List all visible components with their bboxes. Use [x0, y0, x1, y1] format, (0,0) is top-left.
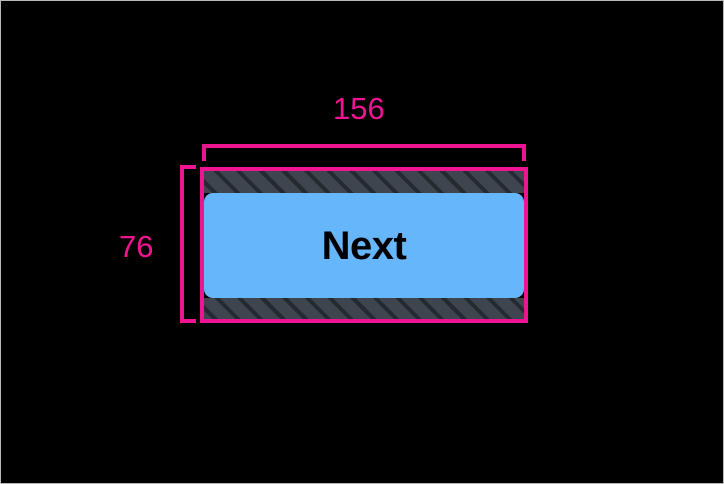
height-measurement-bracket [180, 165, 196, 323]
padding-band-bottom [204, 298, 524, 319]
width-measurement-label: 156 [333, 91, 385, 126]
next-button[interactable]: Next [204, 193, 524, 298]
next-button-label: Next [321, 223, 407, 268]
height-measurement-label: 76 [119, 229, 154, 264]
width-measurement-bracket [202, 144, 526, 161]
padding-band-top [204, 171, 524, 193]
selected-element-bounds[interactable]: Next [200, 167, 528, 323]
